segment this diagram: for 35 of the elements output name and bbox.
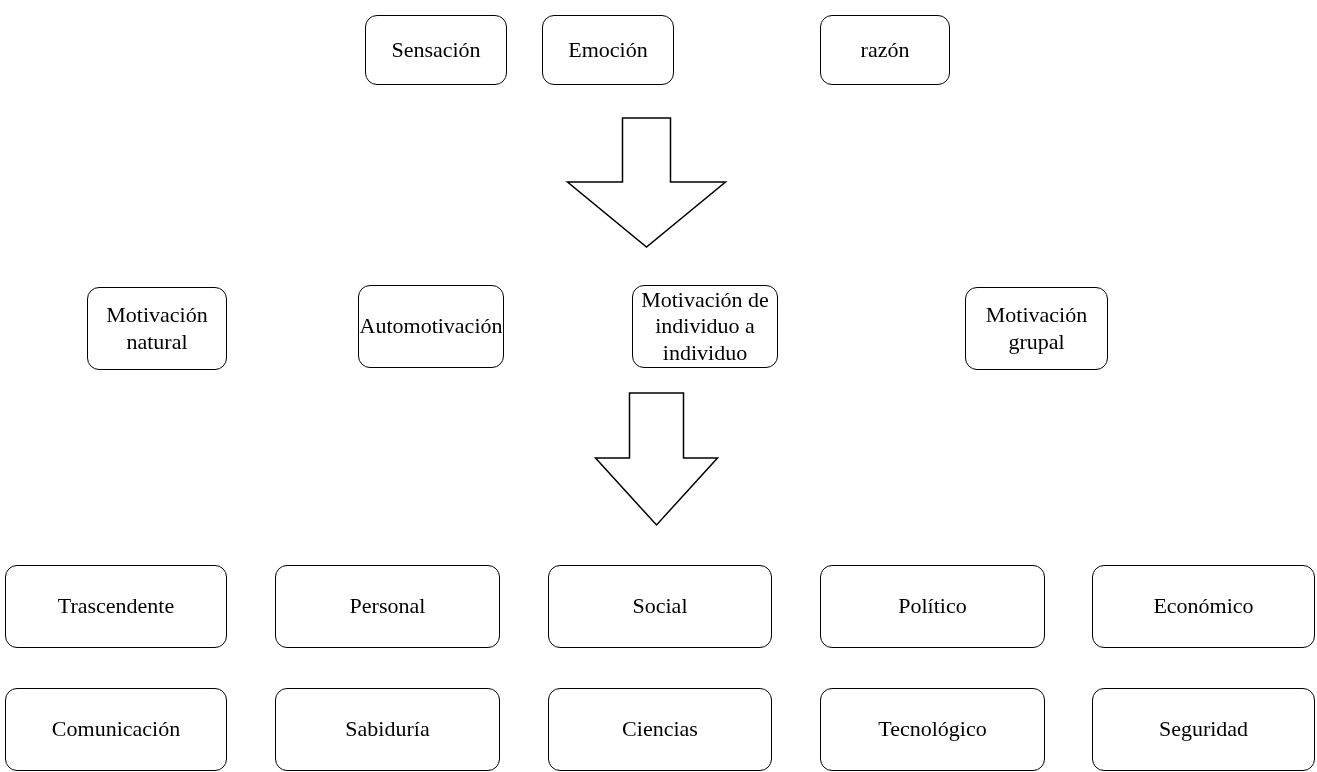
box-label: Ciencias [622,716,698,743]
rounded-box [820,565,1045,648]
rounded-box [542,15,674,85]
rounded-box [275,688,500,771]
box-label: Motivación de individuo a individuo [640,286,770,367]
box-label: Sensación [391,36,481,64]
box-label: razón [860,36,910,64]
box-label: Trascendente [57,593,175,620]
box-label: Automotivación [359,313,503,340]
box-label: Personal [349,593,426,620]
box-label: Comunicación [51,716,181,743]
box-label: Económico [1153,593,1254,620]
rounded-box [358,285,504,368]
rounded-box [87,287,227,370]
rounded-box [275,565,500,648]
rounded-box [965,287,1108,370]
box-label: Seguridad [1158,716,1249,743]
box-label: Emoción [568,36,648,64]
box-label: Político [898,593,967,620]
rounded-box [5,565,227,648]
box-label: Motivación grupal [984,302,1089,355]
rounded-box [820,15,950,85]
rounded-box [365,15,507,85]
rounded-box [5,688,227,771]
rounded-box [1092,565,1315,648]
block-arrow [593,392,720,527]
rounded-box [548,688,772,771]
box-label: Tecnológico [878,716,987,743]
box-label: Motivación natural [105,302,209,355]
box-label: Sabiduría [345,716,430,743]
rounded-box [820,688,1045,771]
rounded-box [548,565,772,648]
box-label: Social [632,593,688,620]
rounded-box [1092,688,1315,771]
block-arrow [565,117,728,248]
